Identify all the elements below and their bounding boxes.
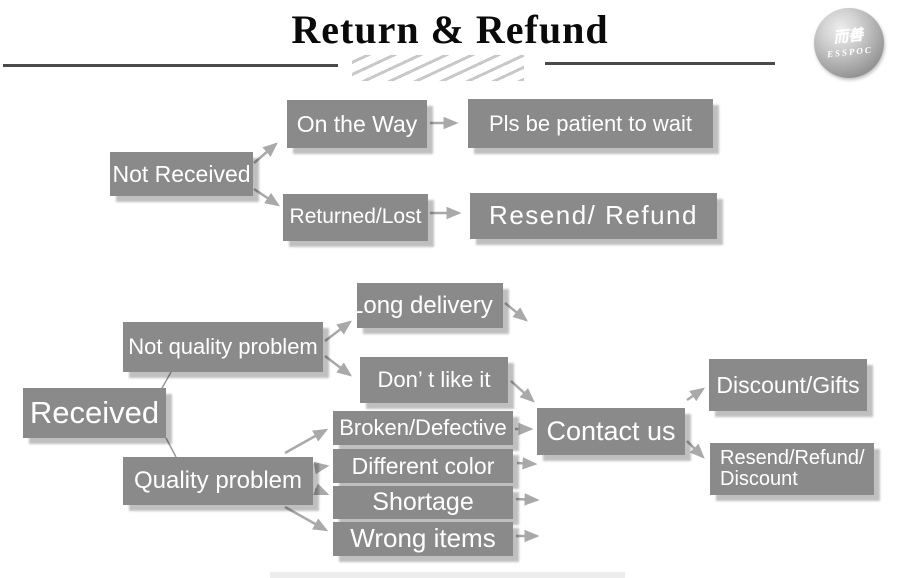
- node-not-quality-problem: Not quality problem: [123, 322, 323, 372]
- arrow-quality-to-broken-defective: [284, 428, 329, 455]
- page-title: Return & Refund: [291, 7, 609, 52]
- node-pls-be-patient-to-wait: Pls be patient to wait: [468, 99, 713, 148]
- node-different-color: Different color: [333, 449, 513, 483]
- arrow-not-received-to-returned-lost: [253, 187, 281, 207]
- node-resend-refund-discount-line1: Resend/Refund/: [720, 447, 865, 469]
- hatch-decoration: [352, 55, 524, 81]
- node-discount-gifts: Discount/Gifts: [709, 359, 867, 411]
- node-long-delivery: Long delivery: [357, 283, 503, 328]
- arrow-quality-to-shortage: [313, 483, 330, 496]
- divider-line-left: [3, 64, 338, 67]
- node-contact-us: Contact us: [537, 408, 685, 455]
- arrow-contact-us-to-resend-refund-discount: [686, 440, 705, 459]
- node-dont-like-it: Don’ t like it: [360, 357, 508, 403]
- node-quality-problem: Quality problem: [123, 457, 313, 505]
- node-resend-refund-discount-line2: Discount: [720, 468, 798, 490]
- node-wrong-items: Wrong items: [333, 522, 513, 556]
- node-received: Received: [23, 388, 166, 438]
- arrow-long-delivery-out: [504, 302, 528, 322]
- node-not-received: Not Received: [110, 152, 253, 196]
- bottom-edge-artifact: [270, 572, 625, 578]
- arrow-contact-us-to-discount-gifts: [686, 387, 706, 402]
- arrow-not-quality-to-long-delivery: [324, 320, 352, 342]
- arrow-different-color-out: [516, 457, 538, 470]
- node-broken-defective: Broken/Defective: [333, 411, 513, 445]
- arrow-quality-to-wrong-items: [284, 505, 329, 532]
- node-returned-lost: Returned/Lost: [283, 194, 428, 241]
- brand-logo-text: 而善 ESSPOC: [825, 26, 874, 60]
- arrow-shortage-out: [515, 493, 540, 506]
- node-long-delivery-label: Long delivery: [357, 291, 493, 319]
- node-shortage: Shortage: [333, 486, 513, 519]
- connector-received-to-quality: [165, 437, 177, 458]
- node-resend-refund: Resend/ Refund: [470, 193, 717, 239]
- brand-logo: 而善 ESSPOC: [814, 8, 884, 78]
- arrow-not-quality-to-dont-like-it: [324, 355, 352, 377]
- node-on-the-way: On the Way: [287, 100, 427, 148]
- arrow-dont-like-it-to-contact-us: [510, 380, 535, 403]
- arrow-quality-to-different-color: [313, 461, 330, 475]
- divider-line-right: [545, 62, 775, 65]
- node-resend-refund-discount: Resend/Refund/ Discount: [710, 443, 874, 495]
- arrow-not-received-to-on-the-way: [253, 142, 278, 164]
